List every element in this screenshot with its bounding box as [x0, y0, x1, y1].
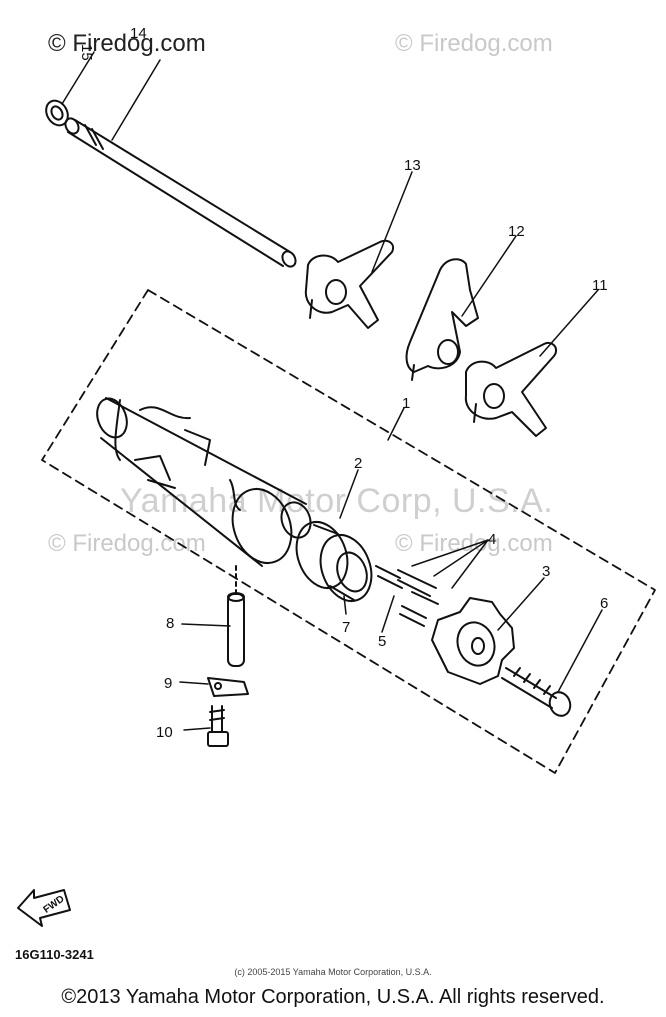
callout-2: 2: [354, 455, 362, 472]
shift-shaft-part: [64, 117, 297, 268]
screw-10-part: [207, 705, 229, 747]
callout-1: 1: [402, 395, 410, 412]
circlip-part: [45, 99, 69, 127]
watermark-center: Yamaha Motor Corp, U.S.A.: [120, 482, 554, 520]
callout-10: 10: [156, 724, 173, 741]
shift-fork-12: [405, 258, 479, 381]
callout-14: 14: [130, 25, 147, 42]
callout-labels: 15 14 13 12 11 1 2 4 3 6 7 5 8 9 10 FWD: [42, 25, 609, 916]
callout-11: 11: [592, 277, 608, 294]
shift-drum-part: [96, 397, 312, 567]
callout-15: 15: [78, 44, 95, 61]
stopper-plate-part: [207, 677, 249, 697]
callout-7: 7: [342, 619, 350, 636]
callout-9: 9: [164, 675, 172, 692]
dowel-pin-part: [227, 565, 245, 667]
callout-4: 4: [488, 531, 496, 548]
callout-8: 8: [166, 615, 174, 632]
assembly-boundary: [41, 289, 656, 774]
callout-3: 3: [542, 563, 550, 580]
segment-plate-part: [431, 597, 515, 685]
fwd-arrow-icon: [17, 889, 71, 927]
shift-fork-13: [304, 239, 394, 329]
callout-12: 12: [508, 223, 525, 240]
callout-6: 6: [600, 595, 608, 612]
small-copyright: (c) 2005-2015 Yamaha Motor Corporation, …: [234, 967, 432, 977]
watermark-top-left: © Firedog.com: [48, 30, 206, 57]
shift-fork-11: [464, 342, 558, 437]
pins-part: [375, 565, 439, 627]
part-code: 16G110-3241: [15, 947, 94, 962]
callout-13: 13: [404, 157, 421, 174]
leader-lines: [61, 51, 603, 731]
watermark-top-right: © Firedog.com: [395, 30, 553, 57]
footer-copyright: ©2013 Yamaha Motor Corporation, U.S.A. A…: [61, 986, 605, 1008]
watermark-mid-right: © Firedog.com: [395, 530, 553, 557]
bolt-6-part: [501, 667, 572, 717]
callout-5: 5: [378, 633, 386, 650]
bearing-part: [295, 521, 373, 602]
